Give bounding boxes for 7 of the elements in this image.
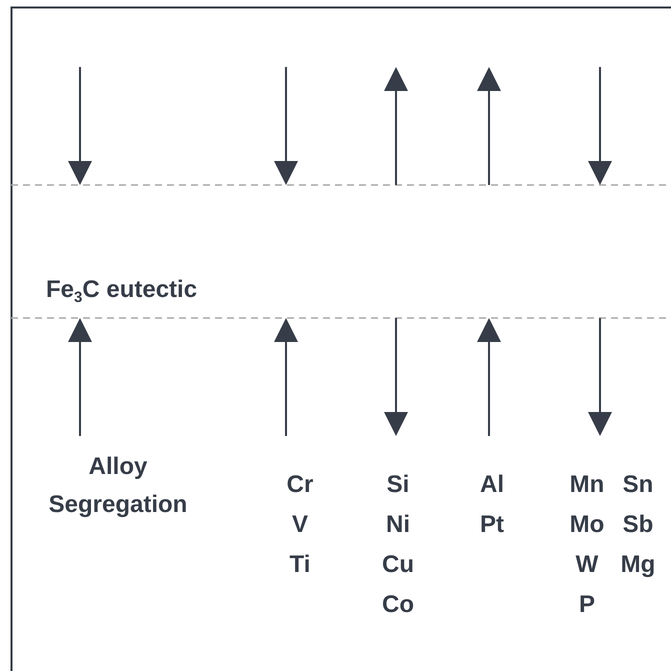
element-list: Al Pt bbox=[480, 465, 504, 545]
axis-label: Alloy Segregation bbox=[48, 452, 188, 520]
element-list: Si Ni Cu Co bbox=[382, 465, 414, 625]
element-list: Mn Mo W P bbox=[570, 465, 604, 625]
element-list: Sn Sb Mg bbox=[620, 465, 656, 585]
phase-label: Fe$_{3}$C eutectic bbox=[46, 275, 198, 308]
element-list: Cr V Ti bbox=[286, 465, 314, 585]
